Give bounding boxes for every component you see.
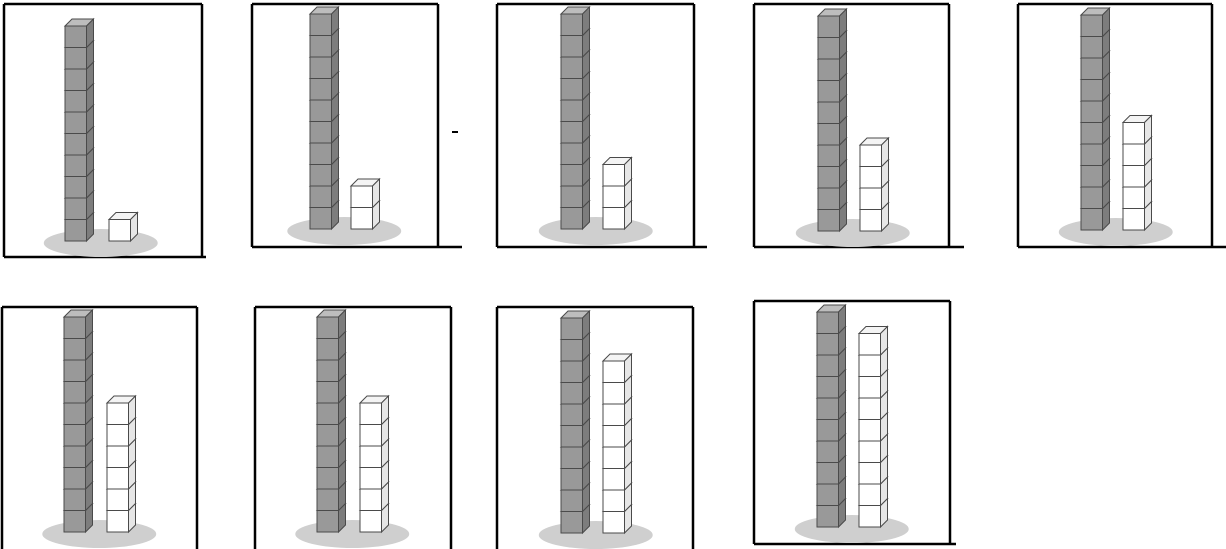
panel-9 — [754, 301, 956, 544]
ten-rod — [64, 310, 93, 532]
ten-rod-cube — [561, 7, 590, 36]
unit-stack — [603, 354, 632, 533]
base-shadow — [539, 217, 653, 245]
base-shadow — [539, 521, 653, 549]
ten-rod — [1081, 8, 1110, 230]
unit-stack — [107, 396, 136, 532]
ten-rod — [310, 7, 339, 229]
panel-1 — [4, 4, 206, 257]
base-shadow — [795, 515, 909, 543]
panel-2 — [252, 4, 462, 247]
ten-rod-cube — [64, 310, 93, 339]
panel-8 — [497, 307, 693, 549]
unit-stack — [1123, 116, 1152, 231]
base-shadow — [295, 520, 409, 548]
unit-cube — [603, 354, 632, 383]
ten-rod — [817, 305, 846, 527]
unit-cube — [860, 138, 889, 167]
base-shadow — [287, 217, 401, 245]
panel-7 — [255, 307, 451, 549]
ten-rod — [65, 19, 94, 241]
ten-rod-cube — [1081, 8, 1110, 37]
panel-4 — [754, 4, 964, 247]
ten-rod-cube — [317, 310, 346, 339]
unit-stack — [351, 179, 380, 229]
unit-cube — [360, 396, 389, 425]
unit-stack — [109, 213, 138, 242]
panel-3 — [497, 4, 707, 247]
unit-cube — [1123, 116, 1152, 145]
ten-rod-cube — [310, 7, 339, 36]
ten-rod — [561, 311, 590, 533]
ten-rod-cube — [561, 311, 590, 340]
panel-5 — [1018, 4, 1226, 247]
base-shadow — [42, 520, 156, 548]
unit-stack — [360, 396, 389, 532]
ten-rod — [818, 9, 847, 231]
unit-cube — [107, 396, 136, 425]
unit-cube — [859, 327, 888, 356]
unit-stack — [603, 158, 632, 230]
ten-rod-cube — [65, 19, 94, 48]
unit-cube — [351, 179, 380, 208]
unit-stack — [859, 327, 888, 528]
unit-stack — [860, 138, 889, 231]
ten-rod-cube — [817, 305, 846, 334]
unit-cube — [109, 213, 138, 242]
ten-rod — [561, 7, 590, 229]
base-shadow — [1059, 218, 1173, 246]
ten-rod-cube — [818, 9, 847, 38]
panel-6 — [2, 307, 197, 549]
ten-rod — [317, 310, 346, 532]
base-shadow — [796, 219, 910, 247]
base-shadow — [44, 229, 158, 257]
unit-cube — [603, 158, 632, 187]
